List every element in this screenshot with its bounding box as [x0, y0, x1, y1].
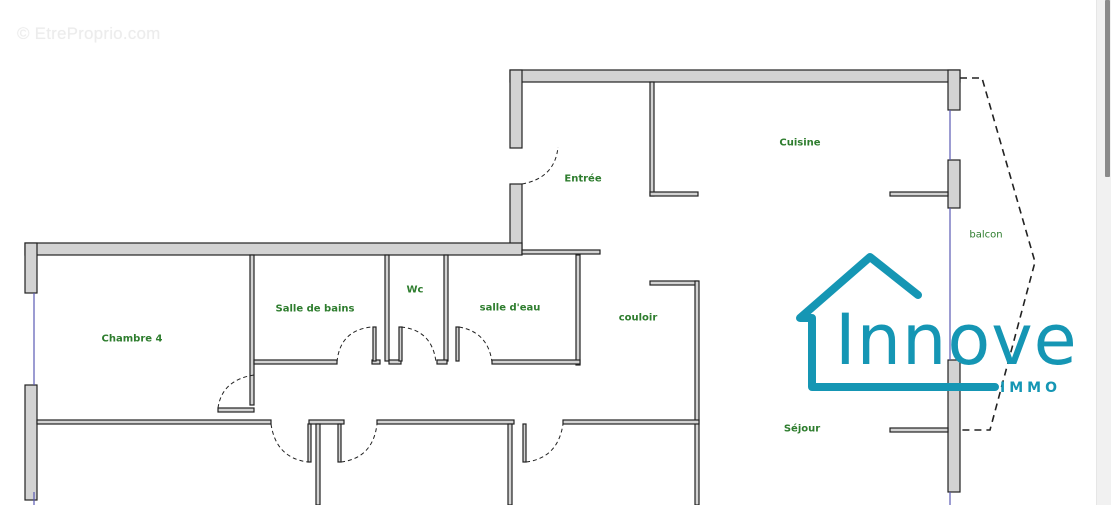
- walls: [24, 69, 961, 505]
- room-label-entree: Entrée: [564, 173, 602, 185]
- windows: [33, 110, 951, 505]
- logo-house-icon: [796, 253, 999, 391]
- room-label-balcon: balcon: [969, 229, 1003, 241]
- room-label-wc: Wc: [406, 284, 424, 296]
- room-label-cuisine: Cuisine: [779, 137, 821, 149]
- room-label-salle-de-bains: Salle de bains: [275, 303, 355, 315]
- watermark: © EtreProprio.com: [17, 24, 161, 43]
- room-label-couloir: couloir: [618, 312, 658, 324]
- room-label-chambre-4: Chambre 4: [101, 333, 163, 345]
- room-label-salle-eau: salle d'eau: [479, 302, 541, 314]
- room-label-sejour: Séjour: [783, 423, 821, 435]
- logo-sub: IMMO: [1000, 380, 1061, 396]
- scrollbar-track[interactable]: [1096, 0, 1111, 505]
- scrollbar-thumb[interactable]: [1105, 0, 1110, 177]
- logo-name: Innove: [835, 299, 1078, 381]
- door-swings: [217, 77, 1036, 463]
